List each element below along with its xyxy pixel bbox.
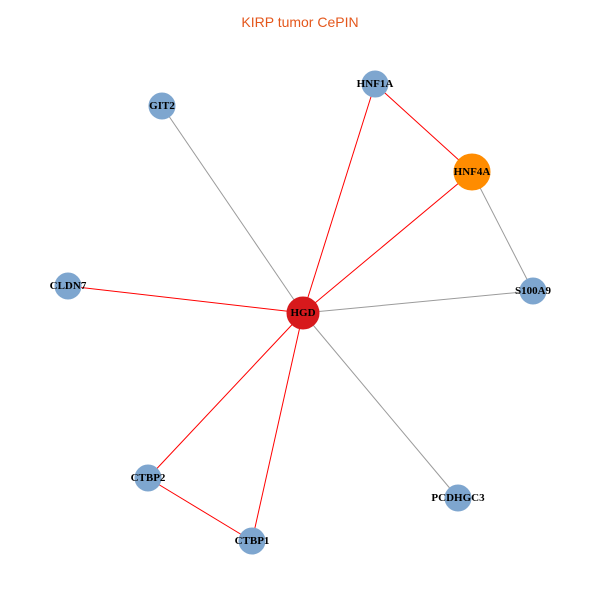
graph-node-GIT2 <box>148 92 176 120</box>
graph-node-HNF1A <box>361 70 389 98</box>
plot-title: KIRP tumor CePIN <box>241 14 359 30</box>
graph-node-HGD <box>286 296 320 330</box>
graph-edge-HGD-CTBP1 <box>251 312 304 542</box>
graph-node-CTBP2 <box>134 464 162 492</box>
graph-node-HNF4A <box>453 153 491 191</box>
graph-node-S100A9 <box>519 277 547 305</box>
graph-edge-CTBP2-CTBP1 <box>147 477 253 542</box>
graph-edge-HGD-CTBP2 <box>147 312 304 479</box>
graph-edge-HNF1A-HNF4A <box>374 83 473 173</box>
graph-node-CLDN7 <box>54 272 82 300</box>
graph-edge-HGD-GIT2 <box>161 105 304 314</box>
graph-edge-HGD-HNF1A <box>302 83 376 314</box>
graph-edge-HNF4A-S100A9 <box>471 171 534 292</box>
graph-node-PCDHGC3 <box>444 484 472 512</box>
graph-node-CTBP1 <box>238 527 266 555</box>
graph-edge-HGD-S100A9 <box>302 290 534 314</box>
graph-edge-HGD-PCDHGC3 <box>302 312 459 499</box>
graph-edge-HGD-CLDN7 <box>67 285 304 314</box>
graph-edge-HGD-HNF4A <box>302 171 473 314</box>
